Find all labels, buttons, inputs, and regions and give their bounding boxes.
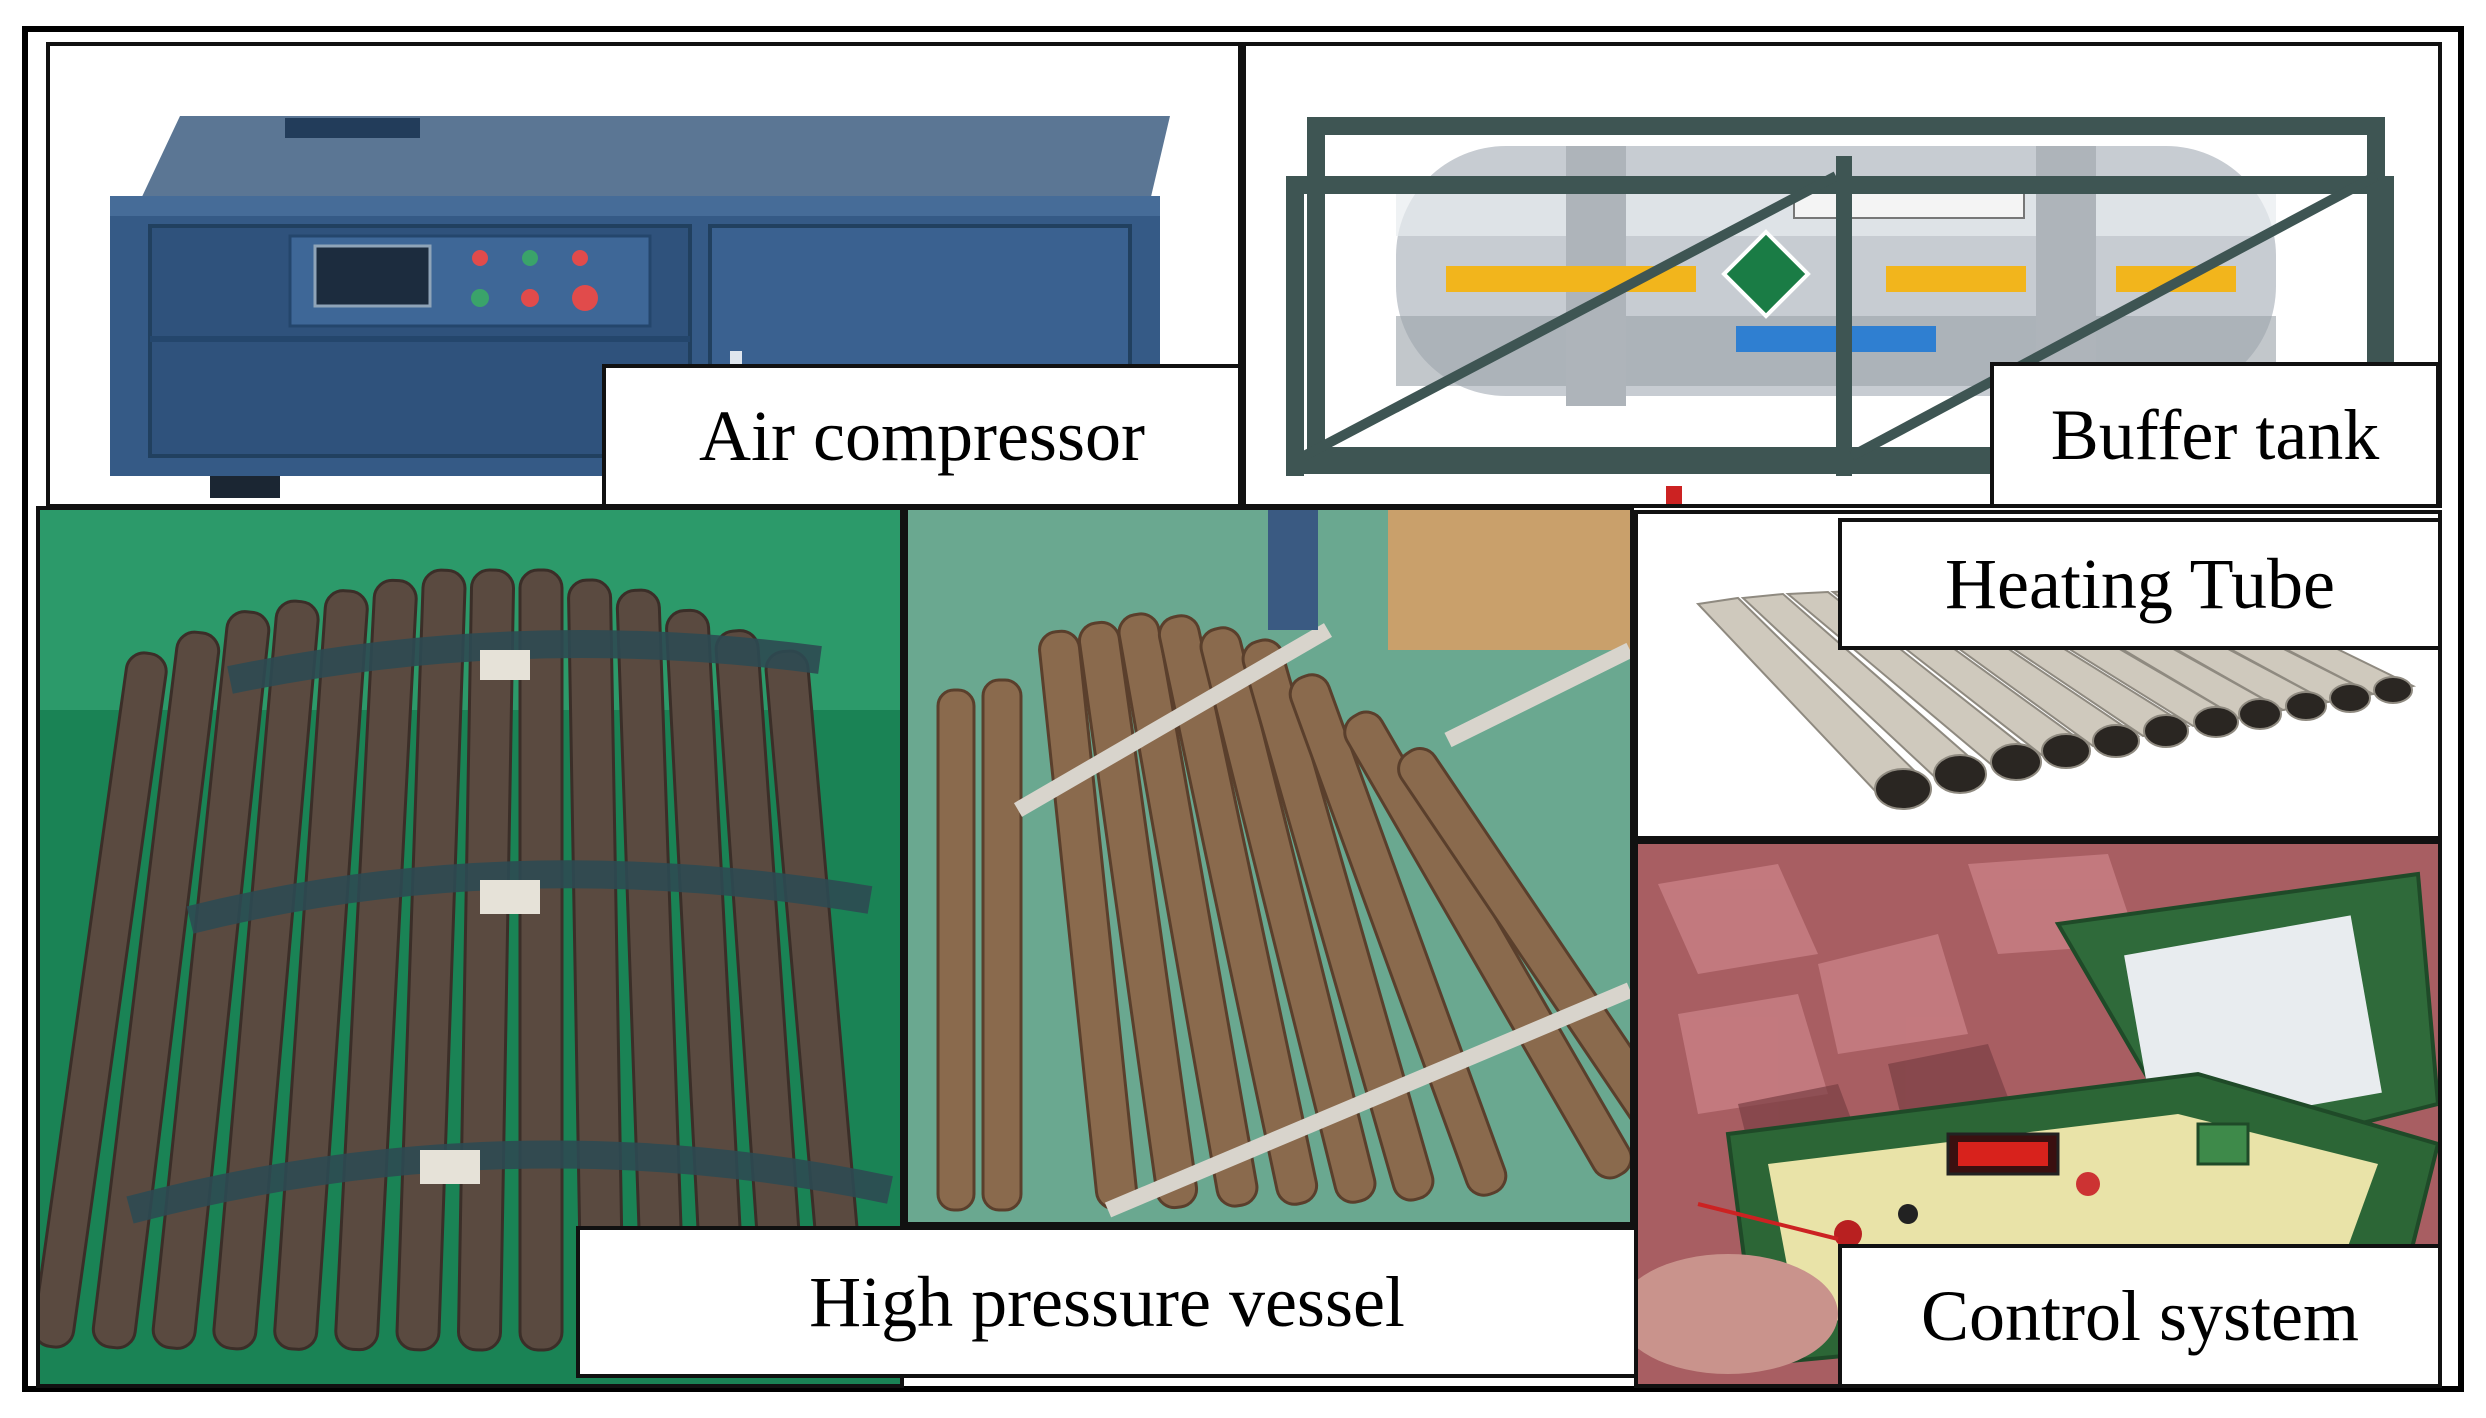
air-compressor-label: Air compressor <box>602 364 1238 504</box>
steel-pipes-bundle-image-left <box>40 510 900 1384</box>
high-pressure-vessel-label: High pressure vessel <box>576 1226 1638 1378</box>
buffer-tank-panel: Buffer tank <box>1242 42 2442 508</box>
buffer-tank-image <box>1286 117 2396 504</box>
heating-tube-panel: Heating Tube <box>1634 510 2442 840</box>
air-compressor-panel: Air compressor <box>46 42 1242 508</box>
control-system-panel: Control system <box>1634 840 2442 1388</box>
buffer-tank-label: Buffer tank <box>1990 362 2438 504</box>
figure-frame: Air compressor <box>22 26 2464 1392</box>
steel-pipes-bundle-image-right <box>908 510 1630 1222</box>
control-system-label: Control system <box>1838 1244 2438 1384</box>
heating-tube-label: Heating Tube <box>1838 518 2438 650</box>
high-pressure-vessel-photo-left <box>36 506 904 1388</box>
high-pressure-vessel-photo-right <box>904 506 1634 1226</box>
